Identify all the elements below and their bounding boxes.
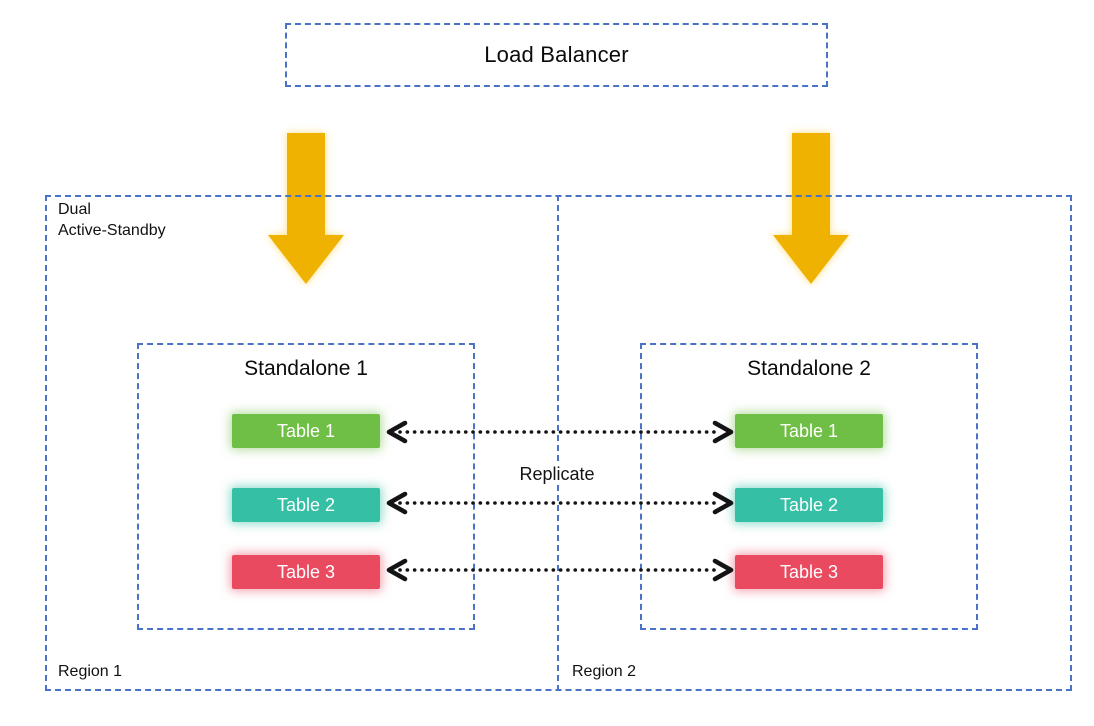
replicate-double-arrows-icon — [386, 420, 734, 582]
standalone-2-table-1-chip: Table 1 — [735, 414, 883, 448]
flow-down-arrow-left-icon — [268, 133, 344, 284]
replicate-arrow-table-2 — [386, 491, 734, 515]
flow-down-arrow-right-icon — [773, 133, 849, 284]
standalone-2-table-3-chip: Table 3 — [735, 555, 883, 589]
standalone-2-table-2-chip: Table 2 — [735, 488, 883, 522]
down-arrow-shape — [268, 133, 344, 284]
down-arrow-shape — [773, 133, 849, 284]
standalone-1-table-2-chip: Table 2 — [232, 488, 380, 522]
standalone-1-table-1-chip: Table 1 — [232, 414, 380, 448]
dual-active-standby-label: Dual Active-Standby — [58, 199, 166, 241]
dual-label-line-2: Active-Standby — [58, 222, 166, 239]
standalone-2-box: Standalone 2 Table 1 Table 2 Table 3 — [640, 343, 978, 630]
region-2-label: Region 2 — [572, 663, 637, 680]
load-balancer-label: Load Balancer — [484, 42, 629, 67]
standalone-2-title: Standalone 2 — [747, 357, 871, 380]
region-divider-line — [557, 195, 559, 691]
standalone-1-title: Standalone 1 — [244, 357, 368, 380]
standalone-1-table-3-chip: Table 3 — [232, 555, 380, 589]
replicate-arrow-table-3 — [386, 558, 734, 582]
region-1-label: Region 1 — [58, 663, 123, 680]
dual-label-line-1: Dual — [58, 201, 91, 218]
standalone-1-box: Standalone 1 Table 1 Table 2 Table 3 — [137, 343, 475, 630]
replicate-label: Replicate — [515, 464, 599, 485]
replicate-arrow-table-1 — [386, 420, 734, 444]
load-balancer-box: Load Balancer — [285, 23, 828, 87]
